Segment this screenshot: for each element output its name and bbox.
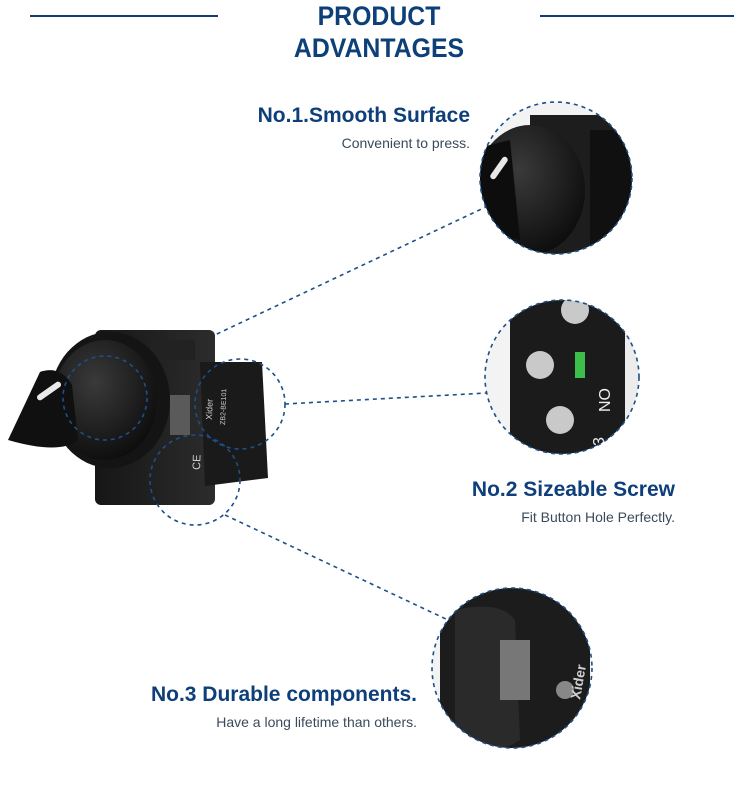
ce-mark: CE [191,454,204,470]
selector-switch-main: Xider ZB2-BE101 CE [8,330,286,526]
header-line-left [30,15,218,17]
zoom-circle-screws: NO ON 3 [484,299,652,455]
feature-description: Convenient to press. [341,135,470,151]
feature-title: No.2 Sizeable Screw [471,478,675,501]
no-label: NO [597,388,614,412]
feature-description: Fit Button Hole Perfectly. [521,509,675,525]
zoom-brand-label: Xider [567,663,589,701]
section-header: PRODUCT ADVANTAGES [0,0,750,63]
feature-durable-components: No.3 Durable components. Have a long lif… [151,682,417,732]
zoom-circle-knob [479,101,633,255]
zoom-circle-components: Xider [431,587,593,749]
terminal-number-label: 3 [591,437,608,446]
feature-smooth-surface: No.1.Smooth Surface Convenient to press. [258,103,470,153]
feature-title: No.1.Smooth Surface [257,104,470,127]
section-title: PRODUCT ADVANTAGES [293,1,465,63]
feature-title: No.3 Durable components. [150,683,417,706]
product-brand-label: Xider [204,399,215,420]
feature-sizeable-screw: No.2 Sizeable Screw Fit Button Hole Perf… [472,477,675,527]
feature-description: Have a long lifetime than others. [216,714,417,730]
product-model-label: ZB2-BE101 [220,389,228,426]
on-label: ON [635,338,652,362]
header-line-right [540,15,734,17]
